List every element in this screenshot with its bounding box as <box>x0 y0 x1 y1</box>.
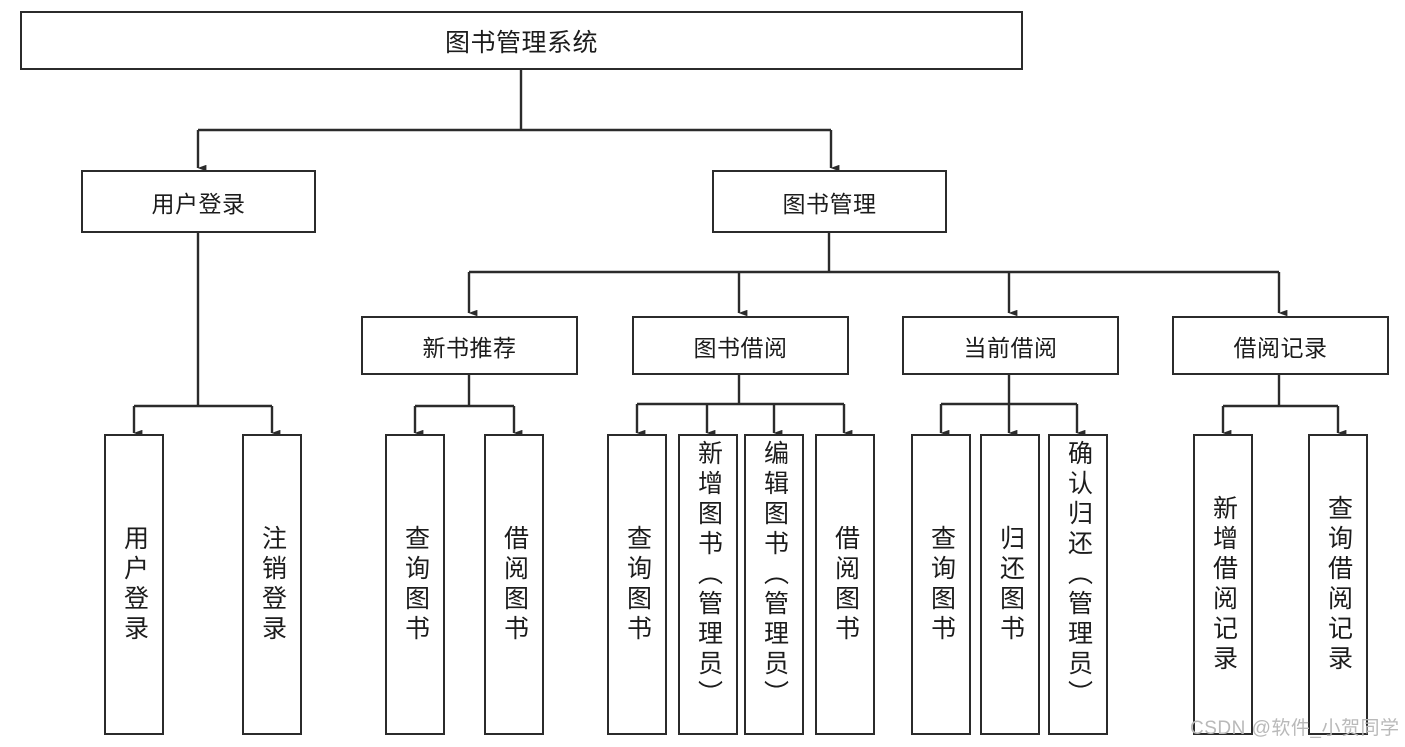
node-label: 查询图书 <box>927 524 956 645</box>
leaf-current-query-book[interactable]: 查询图书 <box>911 434 971 735</box>
node-label: 新书推荐 <box>422 334 517 361</box>
leaf-recommend-borrow-book[interactable]: 借阅图书 <box>484 434 544 735</box>
node-label: 用户登录 <box>151 190 246 217</box>
leaf-record-query-record[interactable]: 查询借阅记录 <box>1308 434 1368 735</box>
leaf-recommend-query-book[interactable]: 查询图书 <box>385 434 445 735</box>
leaf-current-confirm-return-admin[interactable]: 确认归还（管理员） <box>1048 434 1108 735</box>
node-label: 图书借阅 <box>693 334 788 361</box>
node-book-management[interactable]: 图书管理 <box>712 170 947 233</box>
node-new-book-recommend[interactable]: 新书推荐 <box>361 316 578 375</box>
leaf-borrow-query-book[interactable]: 查询图书 <box>607 434 667 735</box>
node-label: 查询借阅记录 <box>1324 494 1353 675</box>
node-label: 编辑图书（管理员） <box>760 440 789 710</box>
node-current-borrow[interactable]: 当前借阅 <box>902 316 1119 375</box>
node-label: 当前借阅 <box>963 334 1058 361</box>
node-user-login[interactable]: 用户登录 <box>81 170 316 233</box>
node-label: 归还图书 <box>996 524 1025 645</box>
leaf-borrow-edit-book-admin[interactable]: 编辑图书（管理员） <box>744 434 804 735</box>
node-label: 借阅记录 <box>1233 334 1328 361</box>
leaf-borrow-add-book-admin[interactable]: 新增图书（管理员） <box>678 434 738 735</box>
node-label: 借阅图书 <box>500 524 529 645</box>
node-label: 用户登录 <box>120 524 149 645</box>
node-label: 新增借阅记录 <box>1209 494 1238 675</box>
node-borrow-record[interactable]: 借阅记录 <box>1172 316 1389 375</box>
leaf-borrow-borrow-book[interactable]: 借阅图书 <box>815 434 875 735</box>
leaf-user-login-login[interactable]: 用户登录 <box>104 434 164 735</box>
node-label: 借阅图书 <box>831 524 860 645</box>
node-label: 查询图书 <box>401 524 430 645</box>
leaf-user-login-logout[interactable]: 注销登录 <box>242 434 302 735</box>
node-label: 新增图书（管理员） <box>694 440 723 710</box>
leaf-current-return-book[interactable]: 归还图书 <box>980 434 1040 735</box>
node-label: 图书管理 <box>782 190 877 217</box>
node-label: 注销登录 <box>258 524 287 645</box>
leaf-record-add-record[interactable]: 新增借阅记录 <box>1193 434 1253 735</box>
node-label: 查询图书 <box>623 524 652 645</box>
node-root-system[interactable]: 图书管理系统 <box>20 11 1023 70</box>
node-label: 图书管理系统 <box>444 28 598 57</box>
node-label: 确认归还（管理员） <box>1064 440 1093 710</box>
node-book-borrow[interactable]: 图书借阅 <box>632 316 849 375</box>
